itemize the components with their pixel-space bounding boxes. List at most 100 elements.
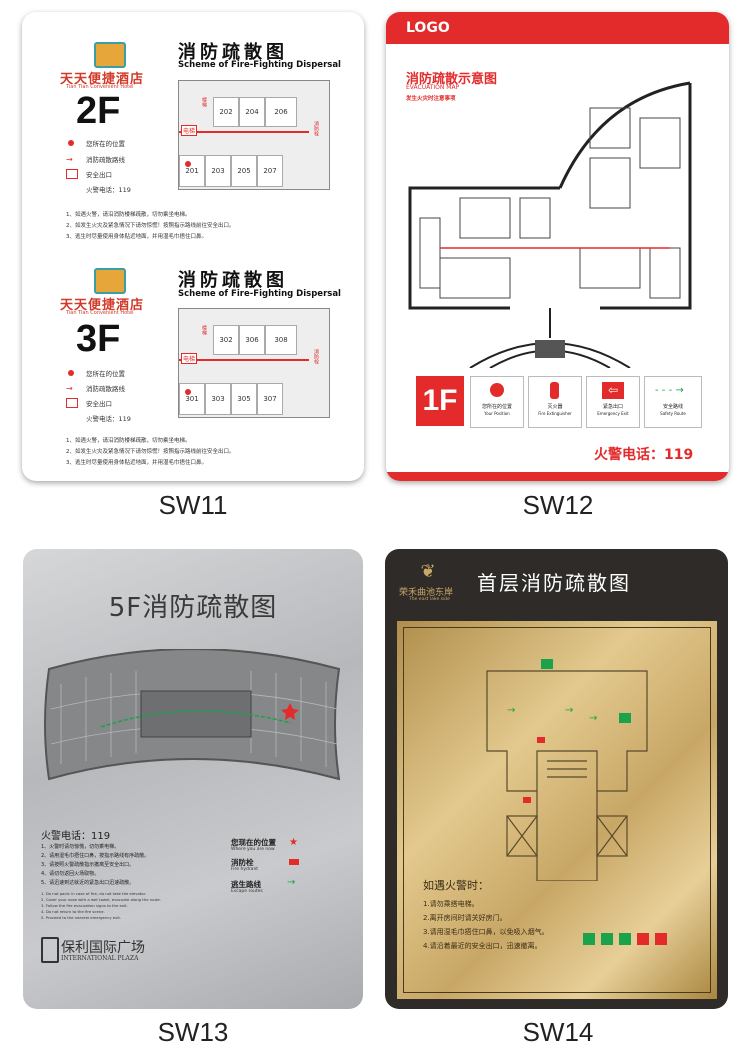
legend-position: 您现在的位置 bbox=[231, 838, 276, 847]
escape-route-line bbox=[100, 710, 292, 728]
floor-label: 2F bbox=[76, 90, 121, 132]
note-line: 2、请用湿毛巾捂住口鼻，按指示路线有序疏散。 bbox=[41, 853, 150, 859]
note-line: 3、请按照火警疏散指示撤离至安全出口。 bbox=[41, 862, 135, 868]
fire-extinguisher-icon bbox=[537, 737, 545, 743]
note-line: 5、请迅速到达就近的紧急出口迅速疏散。 bbox=[41, 880, 135, 886]
hotel-name-en: Tian Tian Convenient Hotel bbox=[66, 84, 134, 90]
notice-title: 发生火灾时注意事项 bbox=[406, 96, 456, 102]
staircase-icon bbox=[535, 340, 565, 358]
note-line: 1、如遇火警，请沿消防楼梯疏散，切勿乘坐电梯。 bbox=[66, 212, 191, 218]
room-label: 204 bbox=[239, 97, 265, 127]
legend-hydrant: 消防栓 bbox=[231, 858, 254, 867]
alarm-phone-icon bbox=[655, 933, 667, 945]
evacuation-route-line bbox=[179, 359, 309, 361]
stair-label: 楼梯 bbox=[201, 325, 207, 335]
room-label: 201 bbox=[179, 155, 205, 187]
evacuation-route-line bbox=[179, 131, 309, 133]
route-arrow-icon: → bbox=[66, 155, 73, 164]
room-label: 307 bbox=[257, 383, 283, 415]
legend-card-route: - - - → 安全路线 Safety Route bbox=[644, 376, 702, 428]
legend-position-en: Where you are now bbox=[231, 847, 275, 852]
ornament-border bbox=[403, 627, 711, 993]
legend-label: 您所在的位置 bbox=[481, 404, 512, 410]
crest-icon: ❦ bbox=[420, 561, 436, 582]
room-label: 302 bbox=[213, 325, 239, 355]
sw14-sign: ❦ 荣禾曲池东岸 The east lake side 首层消防疏散图 → → … bbox=[385, 549, 728, 1009]
legend-card-exit: ⇦ 紧急出口 Emergency Exit bbox=[586, 376, 640, 428]
caption-sw13: SW13 bbox=[157, 1017, 229, 1047]
position-dot-icon bbox=[68, 370, 74, 376]
caption-sw12: SW12 bbox=[522, 490, 594, 520]
legend-label-en: Fire Extinguisher bbox=[538, 411, 572, 416]
you-are-here-star-icon bbox=[281, 703, 299, 720]
notes-en: 1. Do not panic in case of fire, do not … bbox=[41, 891, 161, 921]
room-label: 205 bbox=[231, 155, 257, 187]
room-label: 301 bbox=[179, 383, 205, 415]
sign-title-en: EVACUATION MAP bbox=[406, 84, 460, 91]
legend-position: 您所在的位置 bbox=[86, 140, 125, 148]
legend-card-position: 您所在的位置 Your Position bbox=[470, 376, 524, 428]
legend-position: 您所在的位置 bbox=[86, 370, 125, 378]
fire-extinguisher-icon bbox=[523, 797, 531, 803]
floor-badge: 1F bbox=[416, 376, 464, 426]
hydrant-icon bbox=[289, 859, 299, 865]
exit-sign-icon bbox=[541, 659, 553, 669]
brand-logo-icon bbox=[41, 937, 59, 963]
legend-label-en: Safety Route bbox=[660, 411, 686, 416]
note-line: 4、请切勿返回火场取物。 bbox=[41, 871, 100, 877]
floor-plan: 302 306 308 301 303 305 307 电梯 楼梯 消防栓 bbox=[178, 308, 330, 418]
legend-icons bbox=[583, 933, 667, 945]
route-arrow-icon: → bbox=[507, 705, 516, 716]
instructions-list: 1.请勿乘搭电梯。 2.离开房间时请关好房门。 3.请用湿毛巾捂住口鼻，以免吸入… bbox=[423, 897, 549, 953]
hotel-name: 天天便捷酒店 bbox=[60, 298, 145, 313]
evacuation-floor-plan bbox=[486, 670, 648, 881]
exit-icon bbox=[66, 169, 78, 179]
note-line-en: 1. Do not panic in case of fire, do not … bbox=[41, 891, 147, 896]
sign-title: 消防疏散示意图 bbox=[406, 72, 498, 87]
room-label: 305 bbox=[231, 383, 257, 415]
room-label: 303 bbox=[205, 383, 231, 415]
note-line-en: 4. Do not return to the fire scene. bbox=[41, 909, 105, 914]
extinguisher-icon bbox=[550, 382, 559, 399]
room-label: 206 bbox=[265, 97, 297, 127]
gold-plate: → → → 如遇火警时： 1.请勿乘搭电梯。 2.离开房间时请关好房门。 3.请… bbox=[397, 621, 717, 999]
instruction-line: 3.请用湿毛巾捂住口鼻，以免吸入烟气。 bbox=[423, 928, 549, 936]
hydrant-label: 消防栓 bbox=[313, 121, 319, 136]
legend-phone: 火警电话：119 bbox=[86, 186, 131, 194]
room-label: 202 bbox=[213, 97, 239, 127]
room-label: 207 bbox=[257, 155, 283, 187]
sw13-sign: 5F消防疏散图 火警电话：119 1、火警时请勿惊慌，切勿乘电梯。 2、请用湿毛… bbox=[23, 549, 363, 1009]
brand-name-en: The east lake side bbox=[409, 597, 450, 602]
elevator-label: 电梯 bbox=[181, 353, 198, 364]
header-bar bbox=[386, 12, 729, 44]
exit-sign-icon bbox=[619, 713, 631, 723]
sign-subtitle: Scheme of Fire-Fighting Dispersal bbox=[178, 289, 341, 299]
route-arrow-icon: → bbox=[589, 713, 598, 724]
note-line: 3、逃生时尽量使用身体贴近地面，并用湿毛巾捂住口鼻。 bbox=[66, 234, 208, 240]
note-line: 2、如发生火灾及紧急情况下请勿惊慌！按照指示路线前往安全出口。 bbox=[66, 223, 235, 229]
exit-door-icon bbox=[619, 933, 631, 945]
legend-card-extinguisher: 灭火器 Fire Extinguisher bbox=[528, 376, 582, 428]
position-dot-icon bbox=[68, 140, 74, 146]
evacuation-floor-plan bbox=[408, 81, 692, 368]
position-star-icon: ★ bbox=[289, 837, 298, 848]
exit-person-icon bbox=[583, 933, 595, 945]
legend-phone: 火警电话：119 bbox=[86, 415, 131, 423]
sign-title: 5F消防疏散图 bbox=[108, 593, 278, 623]
fire-phone: 火警电话：119 bbox=[41, 831, 111, 842]
evacuation-floor-plan bbox=[44, 649, 341, 781]
brand-name-en: INTERNATIONAL PLAZA bbox=[61, 955, 139, 962]
legend-route-en: Escape routes bbox=[231, 889, 263, 894]
route-arrow-icon: → bbox=[66, 384, 73, 393]
instruction-line: 4.请沿着最近的安全出口，迅速撤离。 bbox=[423, 942, 542, 950]
route-arrow-icon: → bbox=[565, 705, 574, 716]
sign-title: 首层消防疏散图 bbox=[477, 571, 631, 595]
hotel-logo-icon bbox=[94, 42, 126, 68]
note-line: 1、如遇火警，请沿消防楼梯疏散，切勿乘坐电梯。 bbox=[66, 438, 191, 444]
brand-name: 荣禾曲池东岸 bbox=[399, 588, 454, 598]
extinguisher-icon bbox=[637, 933, 649, 945]
position-dot-icon bbox=[490, 383, 504, 397]
room-label: 306 bbox=[239, 325, 265, 355]
logo-text: LOGO bbox=[406, 20, 450, 36]
note-line-en: 2. Cover your nose with a wet towel, eva… bbox=[41, 897, 161, 902]
